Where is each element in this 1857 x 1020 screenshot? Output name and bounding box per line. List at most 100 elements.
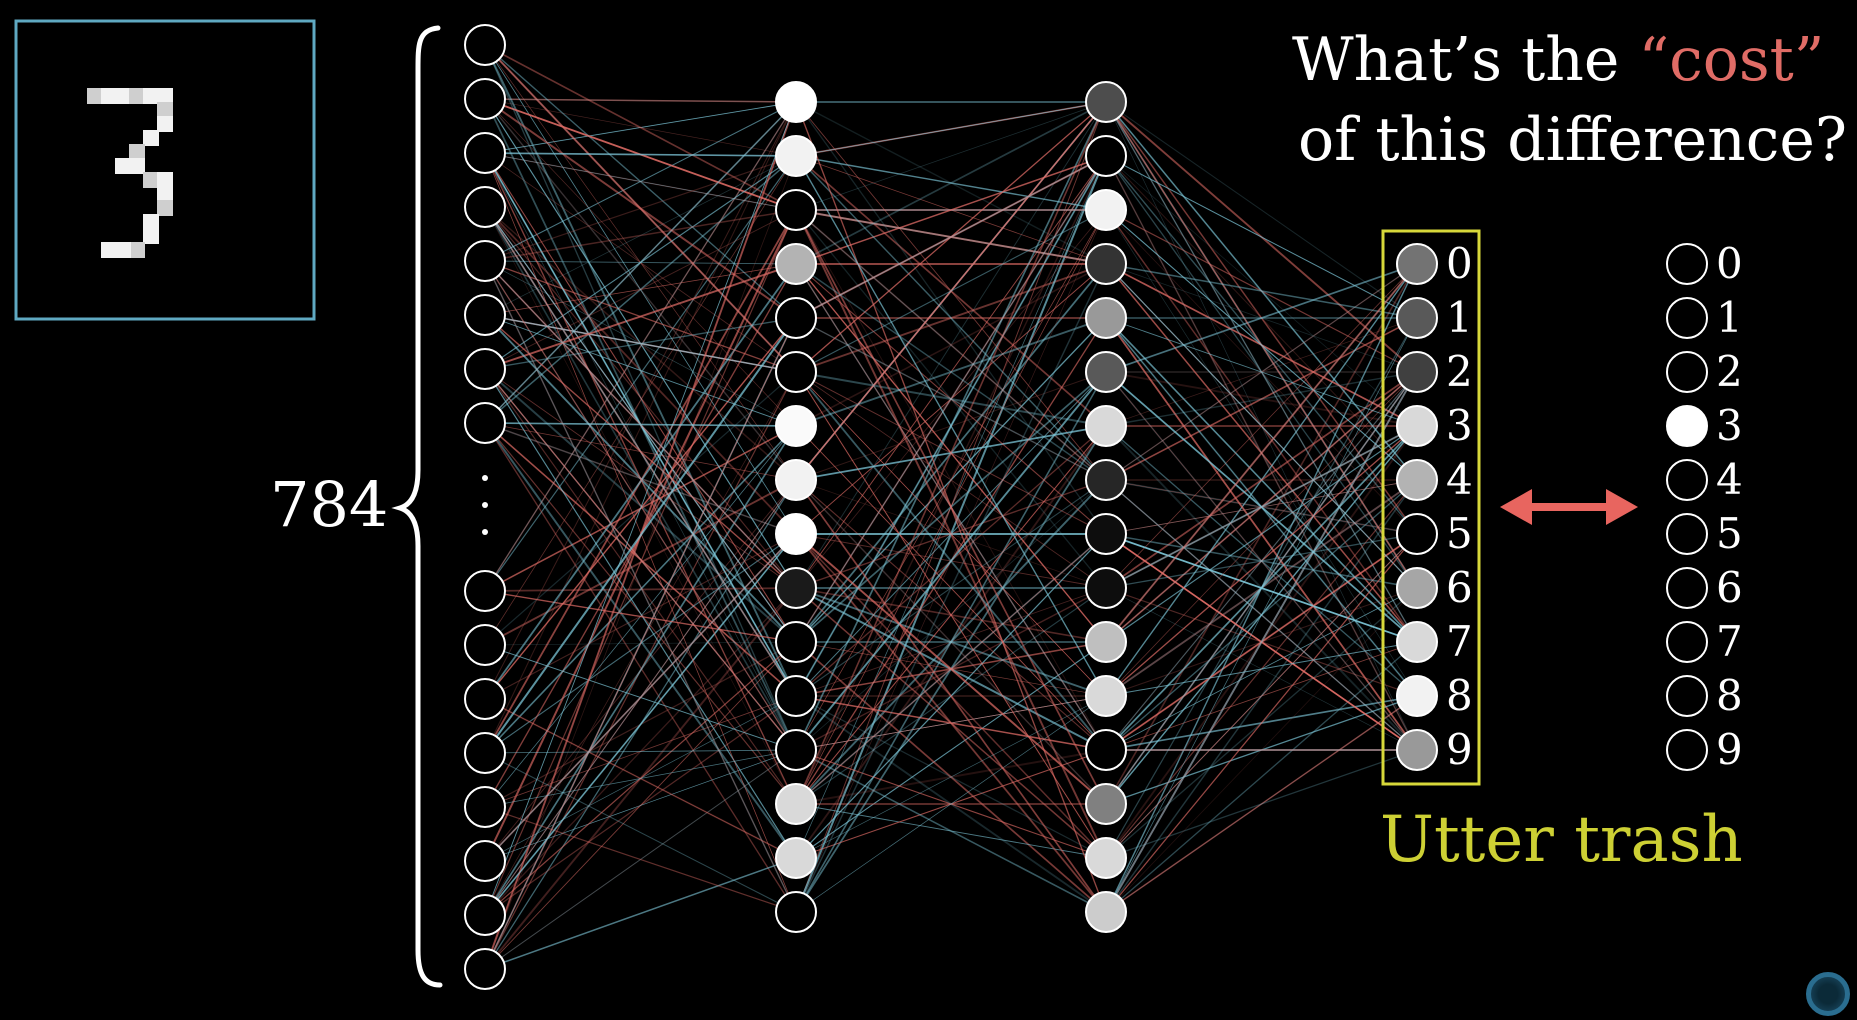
digit-pixel xyxy=(87,88,103,104)
digit-pixel xyxy=(157,186,173,202)
weight-edge xyxy=(795,101,1107,535)
weight-edge xyxy=(484,206,797,589)
hidden2-neuron xyxy=(1085,513,1127,555)
digit-pixel xyxy=(129,88,145,104)
hidden2-neuron xyxy=(1085,459,1127,501)
handwritten-digit-image xyxy=(87,88,173,258)
weight-edge xyxy=(795,101,1107,157)
weight-edge xyxy=(1105,641,1418,913)
digit-pixel xyxy=(115,158,131,174)
digit-pixel xyxy=(115,242,131,258)
digit-pixel xyxy=(157,172,173,188)
weight-edge xyxy=(1105,263,1418,589)
output-neuron xyxy=(1396,405,1438,447)
target-neuron xyxy=(1666,459,1708,501)
weight-edge xyxy=(1105,533,1418,751)
weight-edge xyxy=(484,533,797,916)
weight-edge xyxy=(484,98,797,157)
weight-edge xyxy=(484,101,797,916)
digit-pixel xyxy=(143,130,159,146)
weight-edge xyxy=(1105,263,1418,373)
weight-edge xyxy=(795,155,1107,319)
weight-edge xyxy=(795,101,1107,805)
hidden2-neuron xyxy=(1085,783,1127,825)
title-line-2: of this difference? xyxy=(1298,105,1848,175)
weight-edge xyxy=(795,695,1107,859)
target-neuron xyxy=(1666,351,1708,393)
input-neuron xyxy=(464,732,506,774)
weight-edge xyxy=(484,260,797,589)
weight-edge xyxy=(795,641,1107,859)
hidden2-neuron xyxy=(1085,729,1127,771)
weight-edge xyxy=(484,422,797,427)
weight-edge xyxy=(484,155,797,316)
output-neuron xyxy=(1396,513,1438,555)
output-digit-label: 3 xyxy=(1446,401,1473,450)
hidden1-neuron xyxy=(775,621,817,663)
weight-edge xyxy=(1105,749,1418,859)
weight-edge xyxy=(484,263,797,700)
weight-edge xyxy=(1105,101,1418,319)
hidden2-neuron xyxy=(1085,837,1127,879)
hidden2-neuron xyxy=(1085,405,1127,447)
weight-edge xyxy=(795,749,1107,913)
weight-edge xyxy=(484,533,797,862)
weight-edge xyxy=(484,314,797,589)
weight-edge xyxy=(484,698,797,859)
weight-edge xyxy=(484,152,797,805)
weight-edge xyxy=(795,371,1107,751)
weight-edge xyxy=(795,695,1107,913)
weight-edge xyxy=(795,101,1107,373)
weight-edge xyxy=(1105,533,1418,643)
hidden1-neuron xyxy=(775,297,817,339)
weight-edge xyxy=(795,371,1107,859)
weight-edge xyxy=(484,857,797,970)
weight-edge xyxy=(795,371,1107,535)
hidden1-neuron xyxy=(775,405,817,447)
target-digit-label: 6 xyxy=(1716,563,1743,612)
weight-edge xyxy=(1105,317,1418,913)
output-neuron xyxy=(1396,459,1438,501)
weight-connections xyxy=(484,44,1418,970)
weight-edge xyxy=(484,749,797,754)
weight-edge xyxy=(795,209,1107,589)
weight-edge xyxy=(795,371,1107,751)
input-neuron xyxy=(464,786,506,828)
weight-edge xyxy=(795,209,1107,805)
digit-pixel xyxy=(157,102,173,118)
weight-edge xyxy=(795,263,1107,481)
weight-edge xyxy=(484,44,797,373)
weight-edge xyxy=(1105,533,1418,913)
target-digit-label: 3 xyxy=(1716,401,1743,450)
weight-edge xyxy=(795,155,1107,481)
weight-edge xyxy=(1105,371,1418,697)
target-neuron xyxy=(1666,567,1708,609)
weight-edge xyxy=(795,479,1107,589)
weight-edge xyxy=(1105,209,1418,481)
hidden1-neuron xyxy=(775,837,817,879)
weight-edge xyxy=(1105,425,1418,751)
digit-pixel xyxy=(157,116,173,132)
digit-pixel xyxy=(129,158,145,174)
weight-edge xyxy=(1105,371,1418,913)
input-neuron xyxy=(464,948,506,990)
weight-edge xyxy=(795,263,1107,913)
output-digit-label: 4 xyxy=(1446,455,1473,504)
weight-edge xyxy=(795,155,1107,589)
digit-pixel xyxy=(101,242,117,258)
weight-edge xyxy=(484,260,797,751)
output-neuron xyxy=(1396,243,1438,285)
weight-edge xyxy=(795,317,1107,643)
weight-edge xyxy=(484,260,797,913)
difference-double-arrow xyxy=(1500,489,1638,525)
weight-edge xyxy=(1105,155,1418,319)
hidden2-neuron xyxy=(1085,189,1127,231)
weight-edge xyxy=(484,152,797,643)
weight-edge xyxy=(1105,695,1418,913)
hidden1-neuron xyxy=(775,189,817,231)
ellipsis-dots xyxy=(482,475,488,535)
weight-edge xyxy=(484,422,797,913)
input-neuron xyxy=(464,186,506,228)
weight-edge xyxy=(484,368,797,589)
